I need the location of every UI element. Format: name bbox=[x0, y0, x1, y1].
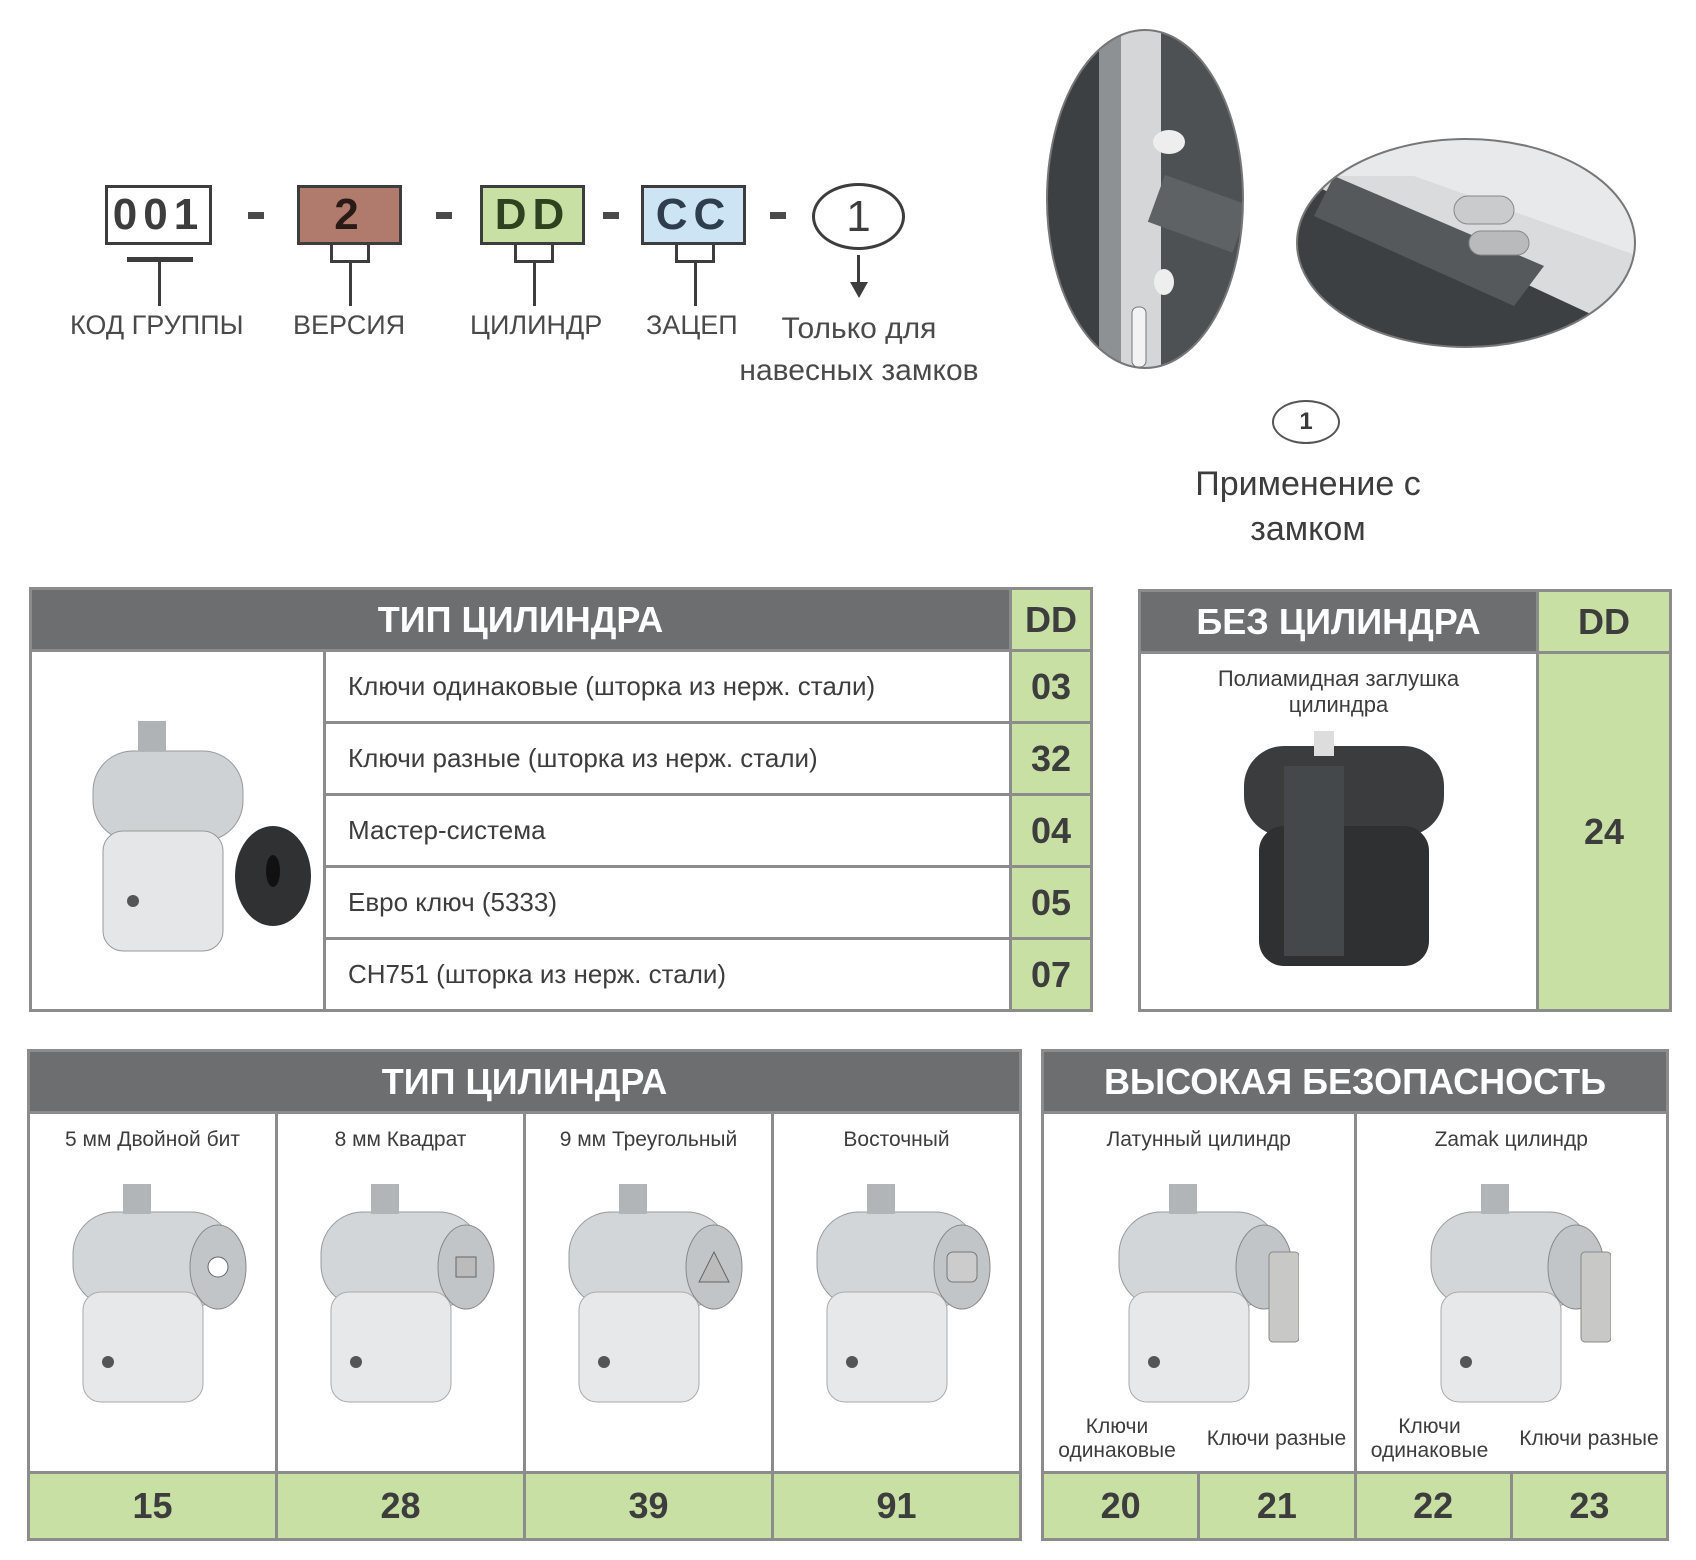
no-cylinder-code: 24 bbox=[1536, 651, 1672, 1012]
cylinder-option-code: 39 bbox=[523, 1471, 774, 1541]
code-cylinder-box: DD bbox=[480, 185, 585, 245]
cylinder-option-caption: 8 мм Квадрат bbox=[334, 1128, 467, 1151]
same-keys-label: Ключи одинаковые bbox=[1370, 1415, 1489, 1462]
brass-cylinder-image bbox=[1118, 1184, 1299, 1403]
table-title: ТИП ЦИЛИНДРА bbox=[27, 1049, 1022, 1114]
cylinder-option-cell: 5 мм Двойной бит bbox=[27, 1111, 278, 1474]
cylinder-option-cell: Восточный bbox=[771, 1111, 1022, 1474]
cylinder-with-key-image bbox=[92, 720, 311, 951]
table-title: ВЫСОКАЯ БЕЗОПАСНОСТЬ bbox=[1041, 1049, 1669, 1114]
code-header: DD bbox=[1009, 587, 1094, 652]
table-row-code: 32 bbox=[1009, 721, 1094, 796]
cylinder-option-caption: 5 мм Двойной бит bbox=[65, 1128, 240, 1151]
table-row-desc: CH751 (шторка из нерж. стали) bbox=[322, 937, 1013, 1012]
double-bit-cylinder-image bbox=[72, 1184, 246, 1403]
table-row-code: 04 bbox=[1009, 793, 1094, 868]
separator bbox=[436, 212, 452, 219]
cylinder-image-cell bbox=[29, 649, 326, 1012]
blank-plug-caption: Полиамидная заглушка цилиндра bbox=[1217, 666, 1460, 717]
separator bbox=[603, 212, 619, 219]
table-row-desc: Ключи разные (шторка из нерж. стали) bbox=[322, 721, 1013, 796]
table-row-desc: Ключи одинаковые (шторка из нерж. стали) bbox=[322, 649, 1013, 724]
different-keys-label: Ключи разные bbox=[1519, 1427, 1659, 1450]
application-caption-line2: замком bbox=[1250, 510, 1366, 548]
security-group-caption: Латунный цилиндр bbox=[1106, 1128, 1291, 1151]
table-row-code: 03 bbox=[1009, 649, 1094, 724]
polyamide-plug-image bbox=[1243, 731, 1444, 966]
cylinder-option-code: 28 bbox=[275, 1471, 526, 1541]
application-caption-line1: Применение с bbox=[1195, 465, 1421, 503]
table-row-code: 07 bbox=[1009, 937, 1094, 1012]
cylinder-option-code: 91 bbox=[771, 1471, 1022, 1541]
connector bbox=[127, 257, 193, 262]
arrow-down-icon bbox=[850, 282, 868, 298]
blank-plug-cell: Полиамидная заглушка цилиндра bbox=[1138, 651, 1539, 1012]
code-version-box: 2 bbox=[297, 185, 402, 245]
code-hook-box: CC bbox=[641, 185, 746, 245]
label-group-code: КОД ГРУППЫ bbox=[70, 310, 244, 340]
hook-lock-illustration bbox=[1296, 138, 1636, 348]
application-badge: 1 bbox=[1272, 400, 1340, 444]
separator bbox=[248, 212, 264, 219]
security-code: 23 bbox=[1509, 1471, 1670, 1541]
cylinder-option-cell: 8 мм Квадрат bbox=[275, 1111, 526, 1474]
triangle-cylinder-image bbox=[568, 1184, 742, 1403]
no-cylinder-table: БЕЗ ЦИЛИНДРА DD Полиамидная заглушка цил… bbox=[1138, 589, 1672, 1012]
door-lock-illustration bbox=[1046, 29, 1244, 369]
security-code: 20 bbox=[1040, 1471, 1201, 1541]
circle-note-line1: Только для bbox=[781, 312, 937, 345]
table-row-code: 05 bbox=[1009, 865, 1094, 940]
cylinder-option-cell: 9 мм Треугольный bbox=[523, 1111, 774, 1474]
square-cylinder-image bbox=[320, 1184, 494, 1403]
label-hook: ЗАЦЕП bbox=[646, 310, 738, 340]
separator bbox=[770, 212, 786, 219]
circle-note-line2: навесных замков bbox=[739, 354, 979, 387]
security-code: 22 bbox=[1353, 1471, 1513, 1541]
label-version: ВЕРСИЯ bbox=[293, 310, 406, 340]
code-circle: 1 bbox=[812, 183, 905, 250]
cylinder-option-code: 15 bbox=[27, 1471, 278, 1541]
cylinder-option-caption: Восточный bbox=[843, 1128, 950, 1151]
different-keys-label: Ключи разные bbox=[1206, 1427, 1347, 1450]
code-header: DD bbox=[1536, 589, 1672, 654]
table-row-desc: Мастер-система bbox=[322, 793, 1013, 868]
security-code: 21 bbox=[1197, 1471, 1357, 1541]
table-row-desc: Евро ключ (5333) bbox=[322, 865, 1013, 940]
zamak-cylinder-image bbox=[1430, 1184, 1612, 1403]
table-title: БЕЗ ЦИЛИНДРА bbox=[1138, 589, 1539, 654]
code-group-box: 001 bbox=[105, 185, 212, 245]
cylinder-type-table: ТИП ЦИЛИНДРА DD Ключи одинаковые (шторка… bbox=[28, 587, 1094, 1012]
cylinder-option-caption: 9 мм Треугольный bbox=[559, 1128, 738, 1151]
cylinder-type-table-2: ТИП ЦИЛИНДРА 5 мм Двойной бит 8 мм Квадра… bbox=[27, 1049, 1022, 1541]
security-group-caption: Zamak цилиндр bbox=[1434, 1128, 1588, 1151]
label-cylinder: ЦИЛИНДР bbox=[470, 310, 603, 340]
oriental-cylinder-image bbox=[816, 1184, 990, 1403]
table-title: ТИП ЦИЛИНДРА bbox=[28, 587, 1013, 652]
same-keys-label: Ключи одинаковые bbox=[1058, 1415, 1176, 1462]
